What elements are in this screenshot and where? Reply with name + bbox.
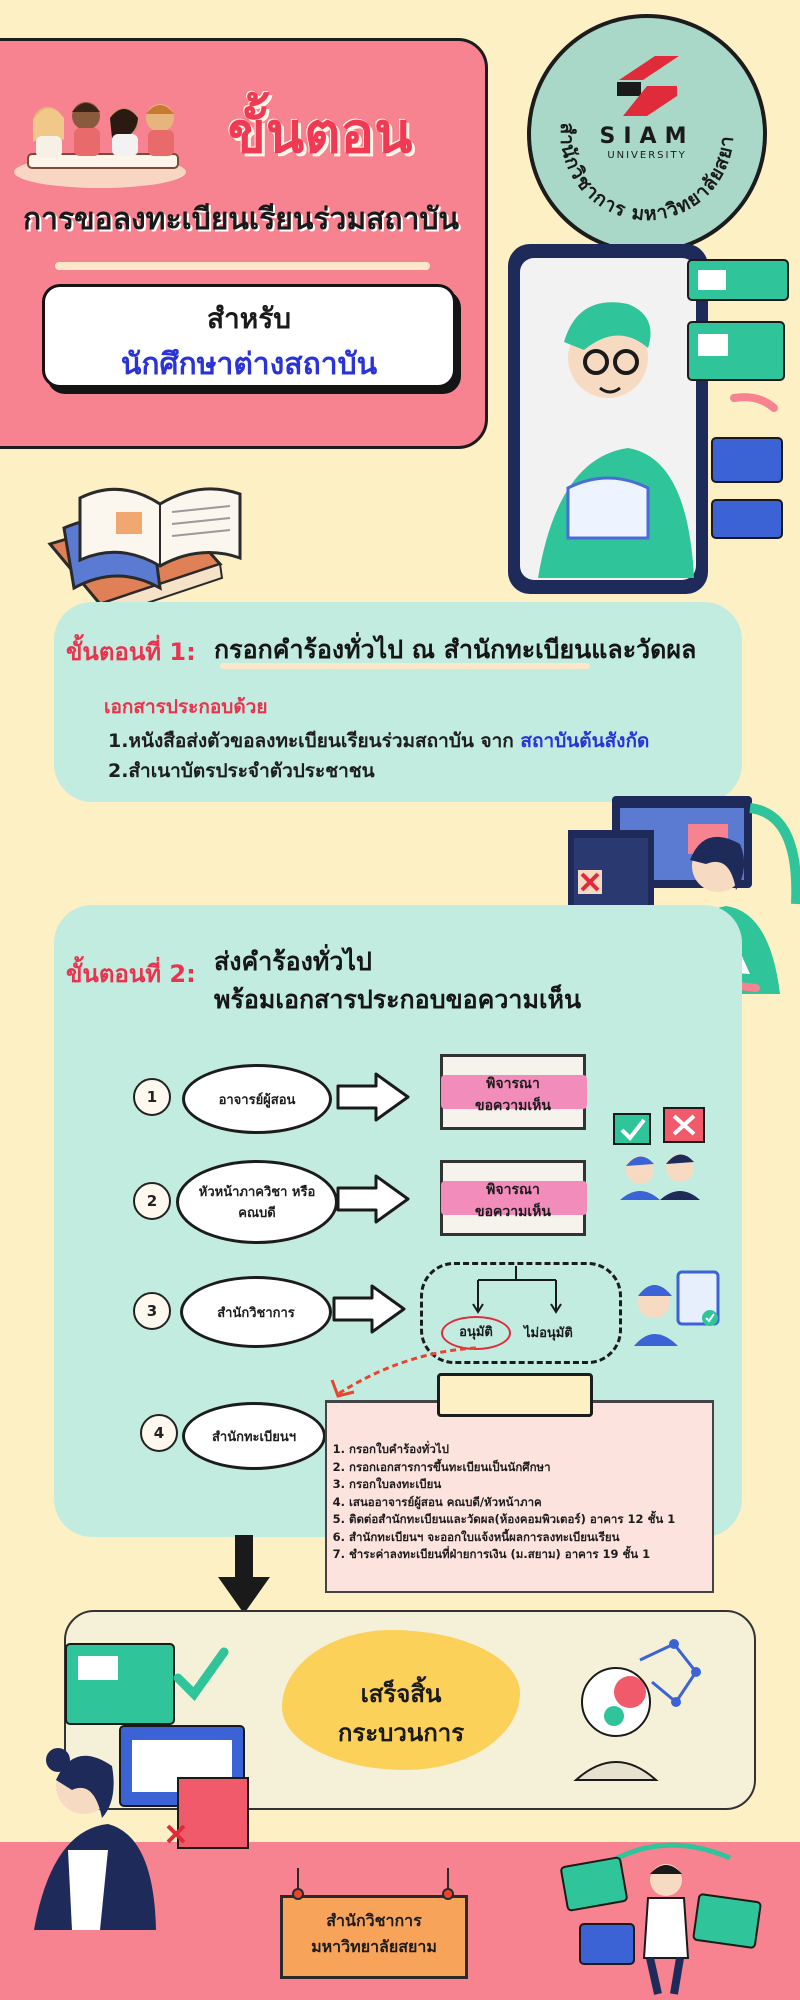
page-subtitle: การขอลงทะเบียนเรียนร่วมสถาบัน <box>22 202 459 237</box>
list-item: กรอกเอกสารการขึ้นทะเบียนเป็นนักศึกษา <box>349 1459 712 1477</box>
final-line2: กระบวนการ <box>337 1719 465 1747</box>
svg-text:สำนักวิชาการ มหาวิทยาลัยสยาม: สำนักวิชาการ มหาวิทยาลัยสยาม <box>531 18 738 225</box>
flow-number: 4 <box>140 1414 178 1452</box>
flow-number: 3 <box>133 1292 171 1330</box>
decision-branch-icon <box>472 1266 562 1314</box>
registrar-steps-list: กรอกใบคำร้องทั่วไป กรอกเอกสารการขึ้นทะเบ… <box>327 1441 712 1564</box>
step1-label: ขั้นตอนที่ 1: <box>66 638 196 666</box>
step1-text: กรอกคำร้องทั่วไป ณ สำนักทะเบียนและวัดผล <box>214 635 697 664</box>
arrow-right-icon <box>336 1072 410 1122</box>
list-item: กรอกใบคำร้องทั่วไป <box>349 1441 712 1459</box>
note-line1: พิจารณา <box>486 1182 540 1198</box>
step1-doc1-highlight: สถาบันต้นสังกัด <box>520 730 650 752</box>
person-thinking-icon <box>573 1639 701 1781</box>
divider <box>55 262 430 270</box>
footer-line1: สำนักวิชาการ <box>326 1911 422 1930</box>
footer-line2: มหาวิทยาลัยสยาม <box>311 1937 437 1956</box>
man-documents-icon <box>560 1842 762 1995</box>
final-line1: เสร็จสิ้น <box>360 1680 442 1708</box>
step2-label: ขั้นตอนที่ 2: <box>66 960 196 988</box>
footer-sign: สำนักวิชาการ มหาวิทยาลัยสยาม <box>280 1895 468 1979</box>
step2-text-line2: พร้อมเอกสารประกอบขอความเห็น <box>214 985 582 1014</box>
list-item: ชำระค่าลงทะเบียนที่ฝ่ายการเงิน (ม.สยาม) … <box>349 1546 712 1564</box>
step1-doc1-text: 1.หนังสือส่งตัวขอลงทะเบียนเรียนร่วมสถาบั… <box>108 730 521 752</box>
flow-number: 2 <box>133 1182 171 1220</box>
university-logo: SIAM UNIVERSITY สำนักวิชาการ มหาวิทยาลัย… <box>527 14 767 254</box>
thinking-person-icon <box>508 244 789 594</box>
step1-panel <box>54 602 742 802</box>
arrow-right-icon <box>336 1174 410 1224</box>
arrow-down-icon <box>218 1535 270 1614</box>
decision-box <box>420 1262 622 1364</box>
step1-doc2: 2.สำเนาบัตรประจำตัวประชาชน <box>108 760 375 782</box>
decision-reject: ไม่อนุมัติ <box>524 1326 573 1341</box>
flow-actor-academic-office: สำนักวิชาการ <box>180 1276 332 1348</box>
books-icon <box>47 487 242 618</box>
flow-actor-registrar: สำนักทะเบียนฯ <box>182 1402 326 1470</box>
students-illustration-icon <box>14 102 186 188</box>
sign-hanger <box>292 1868 454 1900</box>
flow-number: 1 <box>133 1078 171 1116</box>
siam-s-logo-icon <box>617 56 679 116</box>
check-cross-icon <box>613 1107 705 1200</box>
list-item: สำนักทะเบียนฯ จะออกใบแจ้งหนี้ผลการลงทะเบ… <box>349 1529 712 1547</box>
highlight-brush <box>441 1181 587 1215</box>
list-item: เสนออาจารย์ผู้สอน คณบดี/หัวหน้าภาค <box>349 1494 712 1512</box>
step2-text-line1: ส่งคำร้องทั่วไป <box>214 947 372 976</box>
note-line1: พิจารณา <box>486 1076 540 1092</box>
flow-note-review: พิจารณา ขอความเห็น <box>440 1054 587 1130</box>
woman-checklist-icon <box>34 1643 249 1930</box>
logo-subname: UNIVERSITY <box>607 150 687 161</box>
flow-actor-lecturer: อาจารย์ผู้สอน <box>182 1064 332 1134</box>
person-laptop-icon <box>634 1270 720 1346</box>
step1-underline <box>220 663 590 669</box>
audience-label: สำหรับ <box>206 302 292 335</box>
list-item: กรอกใบลงทะเบียน <box>349 1476 712 1494</box>
list-item: ติดต่อสำนักทะเบียนและวัดผล(ห้องคอมพิวเตอ… <box>349 1511 712 1529</box>
step1-docs-heading: เอกสารประกอบด้วย <box>104 696 268 718</box>
final-blob: เสร็จสิ้น กระบวนการ <box>282 1630 520 1770</box>
page-title: ขั้นตอน <box>227 101 413 166</box>
flow-actor-dept-head: หัวหน้าภาควิชา หรือ คณบดี <box>176 1160 338 1244</box>
card-header-tag <box>437 1373 593 1417</box>
step1-doc1: 1.หนังสือส่งตัวขอลงทะเบียนเรียนร่วมสถาบั… <box>108 726 649 756</box>
audience-card: สำหรับ นักศึกษาต่างสถาบัน <box>42 284 456 388</box>
note-line2: ขอความเห็น <box>475 1204 551 1220</box>
note-line2: ขอความเห็น <box>475 1098 551 1114</box>
curved-arrow-icon <box>330 1346 477 1398</box>
logo-ring-text: สำนักวิชาการ มหาวิทยาลัยสยาม <box>531 18 738 225</box>
arrow-right-icon <box>332 1284 406 1334</box>
highlight-brush <box>441 1075 587 1109</box>
logo-name: SIAM <box>599 124 695 149</box>
registrar-steps-card: กรอกใบคำร้องทั่วไป กรอกเอกสารการขึ้นทะเบ… <box>325 1373 714 1593</box>
audience-value: นักศึกษาต่างสถาบัน <box>120 347 378 382</box>
flow-note-review: พิจารณา ขอความเห็น <box>440 1160 587 1236</box>
